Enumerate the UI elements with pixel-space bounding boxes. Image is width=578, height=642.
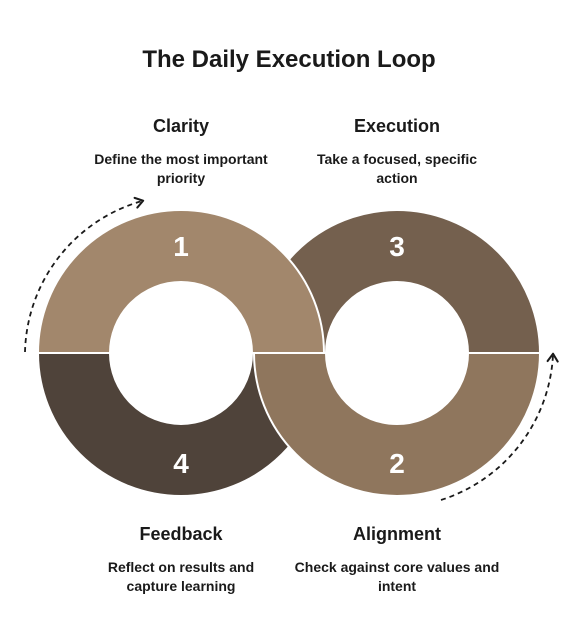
step-number-4: 4: [173, 448, 189, 479]
clarity-description: Define the most important priority: [94, 151, 268, 186]
feedback-description: Reflect on results and capture learning: [107, 559, 255, 594]
clarity-label: Clarity: [152, 116, 210, 136]
step-number-3: 3: [389, 231, 405, 262]
alignment-description: Check against core values and intent: [294, 559, 500, 594]
execution-label: Execution: [353, 116, 441, 136]
clarity-segment: [36, 209, 326, 354]
execution-segment: [252, 209, 542, 354]
feedback-label: Feedback: [139, 524, 223, 544]
alignment-label: Alignment: [353, 524, 441, 544]
step-number-1: 1: [173, 231, 189, 262]
flow-arrow-left: [24, 196, 145, 353]
step-number-2: 2: [389, 448, 405, 479]
alignment-segment: [252, 352, 542, 497]
diagram-title: The Daily Execution Loop: [142, 46, 436, 73]
execution-description: Take a focused, specific action: [316, 151, 478, 186]
